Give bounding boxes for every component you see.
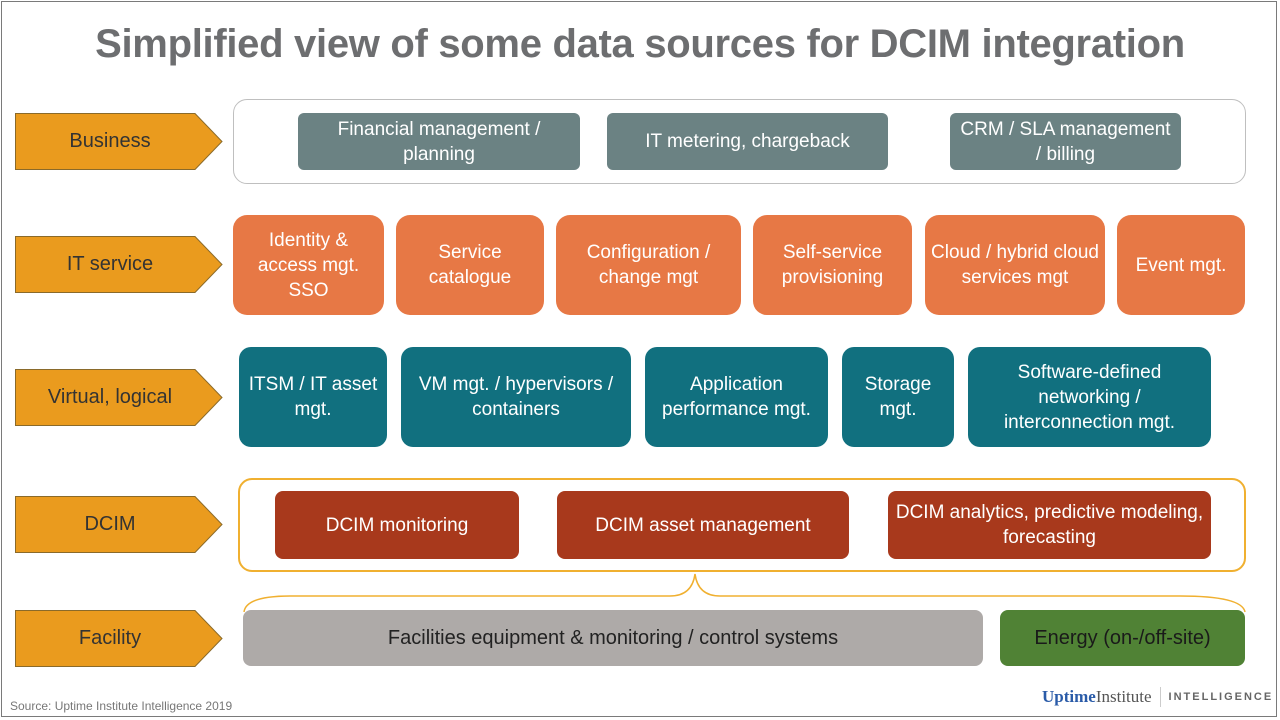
virtual-item: Application performance mgt. xyxy=(645,347,828,447)
it-service-item: Configuration / change mgt xyxy=(556,215,741,315)
business-item: CRM / SLA management / billing xyxy=(950,113,1181,170)
source-note: Source: Uptime Institute Intelligence 20… xyxy=(10,699,233,713)
layer-label-virtual: Virtual, logical xyxy=(15,369,223,426)
virtual-item: Storage mgt. xyxy=(842,347,954,447)
arrow-shape-icon xyxy=(15,236,223,293)
arrow-shape-icon xyxy=(15,496,223,553)
energy-item: Energy (on-/off-site) xyxy=(1000,610,1245,666)
layer-label-dcim: DCIM xyxy=(15,496,223,553)
dcim-item: DCIM analytics, predictive modeling, for… xyxy=(888,491,1211,559)
dcim-item: DCIM monitoring xyxy=(275,491,519,559)
business-container xyxy=(233,99,1246,184)
it-service-item: Identity & access mgt. SSO xyxy=(233,215,384,315)
dcim-item: DCIM asset management xyxy=(557,491,849,559)
page-title: Simplified view of some data sources for… xyxy=(95,22,1185,66)
brace-connector-icon xyxy=(243,573,1246,613)
layer-label-business: Business xyxy=(15,113,223,170)
virtual-item: Software-defined networking / interconne… xyxy=(968,347,1211,447)
it-service-item: Self-service provisioning xyxy=(753,215,912,315)
layer-label-it-service: IT service xyxy=(15,236,223,293)
arrow-shape-icon xyxy=(15,113,223,170)
arrow-shape-icon xyxy=(15,369,223,426)
business-item: Financial management / planning xyxy=(298,113,580,170)
business-item: IT metering, chargeback xyxy=(607,113,888,170)
it-service-item: Event mgt. xyxy=(1117,215,1245,315)
layer-label-facility: Facility xyxy=(15,610,223,667)
virtual-item: VM mgt. / hypervisors / containers xyxy=(401,347,631,447)
virtual-item: ITSM / IT asset mgt. xyxy=(239,347,387,447)
arrow-shape-icon xyxy=(15,610,223,667)
it-service-item: Service catalogue xyxy=(396,215,544,315)
facility-item: Facilities equipment & monitoring / cont… xyxy=(243,610,983,666)
it-service-item: Cloud / hybrid cloud services mgt xyxy=(925,215,1105,315)
logo-divider xyxy=(1159,687,1161,707)
dcim-container xyxy=(238,478,1246,572)
